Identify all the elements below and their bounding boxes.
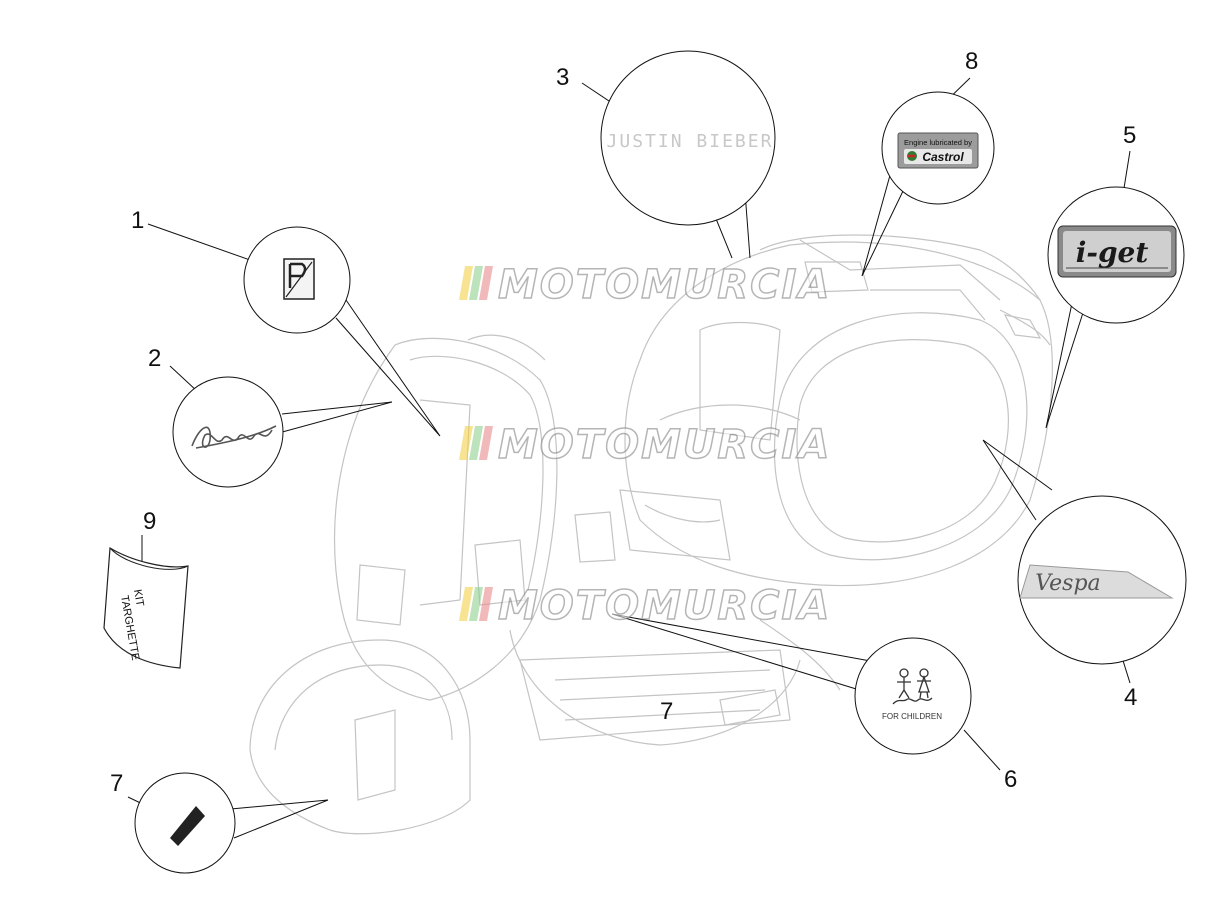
castrol-sticker-icon: Engine lubricated by Castrol xyxy=(897,132,979,169)
signature-decal: JUSTIN BIEBER xyxy=(607,131,774,152)
watermark-text: MOTOMURCIA xyxy=(497,421,832,469)
callout-3: 3 xyxy=(556,64,570,91)
leader-lines xyxy=(127,77,1131,839)
scooter-outline xyxy=(249,234,1053,835)
kit-label-line1: KIT xyxy=(131,588,146,607)
iget-text: i-get xyxy=(1076,236,1149,269)
vespa-side-decal-icon: Vespa xyxy=(1019,564,1174,599)
callout-1: 1 xyxy=(131,207,145,234)
callout-7-stripe: 7 xyxy=(110,770,124,797)
watermark-text: MOTOMURCIA xyxy=(497,261,832,309)
iget-badge-icon: i-get xyxy=(1057,225,1177,278)
watermark-stripes xyxy=(459,424,493,470)
for-children-text: FOR CHILDREN xyxy=(882,712,942,721)
castrol-brand: Castrol xyxy=(922,150,964,164)
callout-8: 8 xyxy=(965,48,979,75)
callout-2: 2 xyxy=(148,345,162,372)
side-stripe-icon xyxy=(170,806,205,846)
watermark-top: MOTOMURCIA xyxy=(459,261,832,310)
piaggio-badge-icon xyxy=(283,258,315,300)
watermark-text: MOTOMURCIA xyxy=(497,582,832,630)
watermark-bottom: MOTOMURCIA xyxy=(459,582,832,631)
callout-7-floor: 7 xyxy=(660,698,674,725)
callout-5: 5 xyxy=(1123,122,1137,149)
vespa-side-text: Vespa xyxy=(1035,571,1100,596)
vespa-logo-icon xyxy=(191,425,277,449)
callout-4: 4 xyxy=(1124,684,1138,711)
vespa-for-children-icon xyxy=(892,668,933,705)
watermark-stripes xyxy=(459,585,493,631)
watermark-stripes xyxy=(459,264,493,310)
kit-bag-icon xyxy=(103,546,189,669)
callout-9: 9 xyxy=(143,508,157,535)
callout-6: 6 xyxy=(1004,766,1018,793)
watermark-middle: MOTOMURCIA xyxy=(459,421,832,470)
castrol-tagline: Engine lubricated by xyxy=(904,138,972,147)
